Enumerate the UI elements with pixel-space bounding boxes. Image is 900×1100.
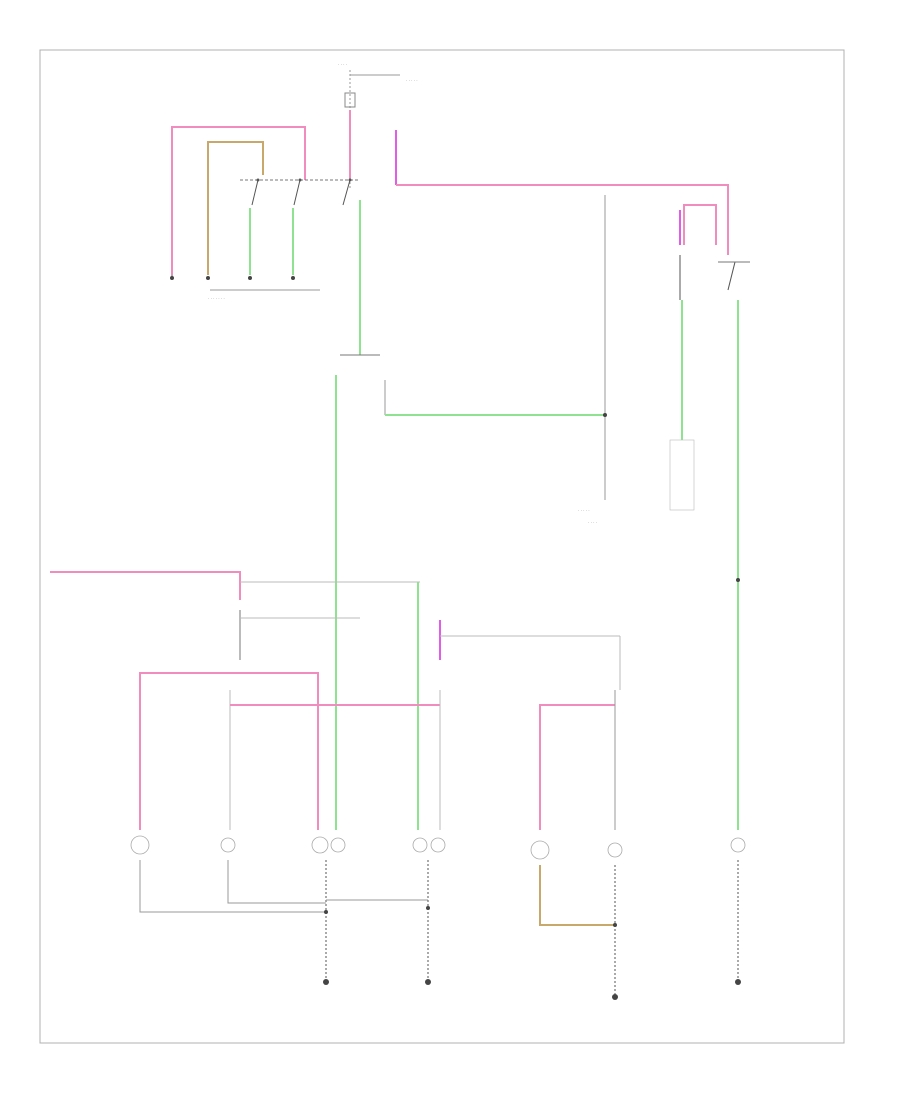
top-pink-bus xyxy=(395,130,729,255)
splice-point xyxy=(426,906,430,910)
lamp-symbol xyxy=(730,837,746,853)
connector-pin xyxy=(206,276,210,280)
ground-points xyxy=(323,979,741,1000)
lamp-row xyxy=(130,835,746,860)
ground-symbol xyxy=(735,979,741,985)
splice-point xyxy=(736,578,740,582)
lamp-symbol xyxy=(311,836,329,854)
connector-pin xyxy=(291,276,295,280)
lamp-symbol xyxy=(607,842,623,858)
left-pink-loop xyxy=(171,110,351,275)
switch-block xyxy=(240,178,360,206)
splice-point xyxy=(324,910,328,914)
connector-pin xyxy=(170,276,174,280)
lamp-symbol xyxy=(130,835,150,855)
right-pink-branch xyxy=(539,690,616,830)
right-switch xyxy=(669,255,750,830)
center-green-feed xyxy=(335,200,605,830)
splice-point xyxy=(613,923,617,927)
svg-text:· · · ·: · · · · xyxy=(338,62,347,67)
module-box xyxy=(669,439,695,511)
fuse-symbol xyxy=(344,92,356,108)
lamp-symbol xyxy=(530,840,550,860)
left-pink-branch xyxy=(139,672,319,830)
svg-text:· · · · ·: · · · · · xyxy=(578,508,590,513)
switch-outputs: · · · · · · · xyxy=(170,208,320,301)
lamp-symbol xyxy=(220,837,236,853)
right-mid-feed: · · · · · · · · · xyxy=(578,195,607,525)
svg-text:· · · · ·: · · · · · xyxy=(406,78,418,83)
diagram-frame xyxy=(39,49,845,1044)
lamp-symbol xyxy=(330,837,346,853)
lamp-symbol xyxy=(430,837,446,853)
connector-pin xyxy=(248,276,252,280)
center-pink-bus xyxy=(230,690,441,830)
ground-returns xyxy=(139,860,739,995)
ground-symbol xyxy=(425,979,431,985)
ground-symbol xyxy=(323,979,329,985)
svg-text:· · · ·: · · · · xyxy=(588,520,597,525)
ground-symbol xyxy=(612,994,618,1000)
splice-point xyxy=(603,413,607,417)
svg-text:· · · · · · ·: · · · · · · · xyxy=(208,296,225,301)
lamp-symbol xyxy=(412,837,428,853)
